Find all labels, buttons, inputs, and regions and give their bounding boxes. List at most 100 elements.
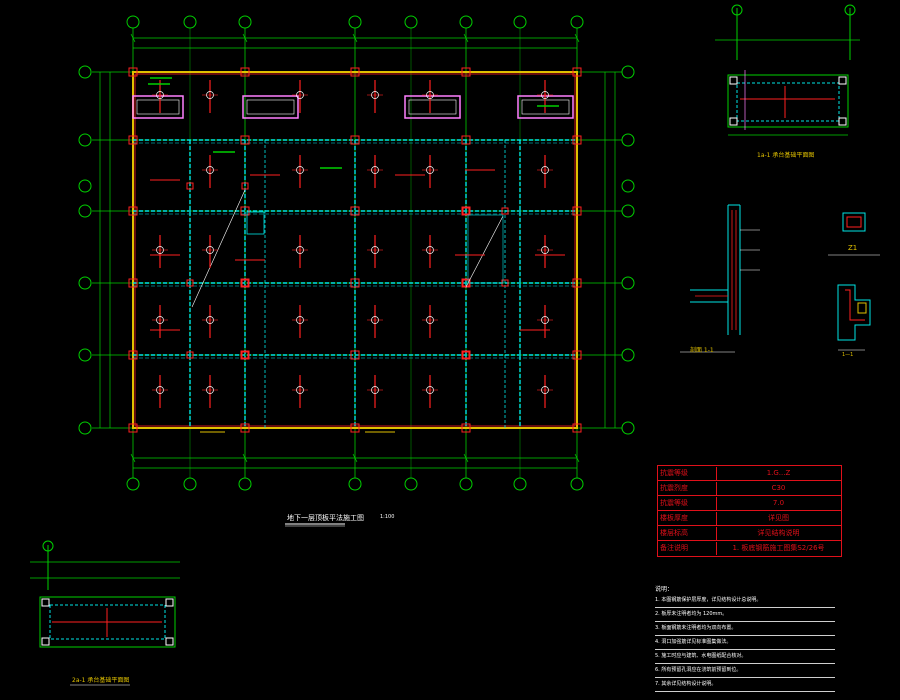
slab-label <box>296 316 304 324</box>
column <box>240 135 250 145</box>
dimension-tick <box>352 453 358 463</box>
slab-label <box>206 386 214 394</box>
column <box>241 351 249 359</box>
slab-label <box>156 386 164 394</box>
dimension-tick <box>242 33 248 43</box>
grid-bubble <box>78 133 92 147</box>
dimension-tick <box>463 453 469 463</box>
dimension-tick <box>463 33 469 43</box>
slab-label <box>156 316 164 324</box>
grid-bubble <box>621 179 635 193</box>
grid-bubble <box>78 204 92 218</box>
section-label: 剖面 1-1 <box>690 347 714 354</box>
column-z1-detail <box>828 212 880 256</box>
column <box>461 423 471 433</box>
grid-bubble <box>183 15 197 29</box>
column <box>572 135 582 145</box>
slab-label <box>426 386 434 394</box>
slab-label <box>206 246 214 254</box>
column <box>572 423 582 433</box>
slab-label <box>156 246 164 254</box>
column <box>350 423 360 433</box>
z1-label: Z1 <box>848 244 858 252</box>
column <box>241 182 249 190</box>
grid-bubble <box>238 15 252 29</box>
column <box>128 423 138 433</box>
section2-label: 1—1 <box>842 352 854 358</box>
column <box>240 278 250 288</box>
dimension-tick <box>130 33 136 43</box>
column <box>240 423 250 433</box>
slab-label <box>426 91 434 99</box>
opening <box>404 95 461 119</box>
grid-bubble <box>459 15 473 29</box>
column <box>572 67 582 77</box>
grid-bubble <box>570 477 584 491</box>
table-value: 1. 板底钢筋施工图集S2/26号 <box>716 542 840 555</box>
note-line: 1. 本图钢筋保护层厚度，详见结构设计总说明。 <box>655 595 835 608</box>
table-key: 楼板厚度 <box>660 514 688 522</box>
column <box>240 350 250 360</box>
slab-label <box>426 246 434 254</box>
slab-label <box>206 316 214 324</box>
slab-label <box>371 246 379 254</box>
opening <box>242 95 299 119</box>
opening-inner <box>246 99 295 115</box>
slab-label <box>541 246 549 254</box>
main-plan-title: 地下一层顶板平法施工图 <box>287 514 364 522</box>
slab-label <box>296 246 304 254</box>
grid-bubble <box>513 15 527 29</box>
column <box>501 207 509 215</box>
column <box>186 279 194 287</box>
grid-bubble <box>183 477 197 491</box>
note-line: 7. 其余详见结构设计说明。 <box>655 679 835 692</box>
column <box>572 350 582 360</box>
slab-label <box>206 91 214 99</box>
design-notes: 说明： 1. 本图钢筋保护层厚度，详见结构设计总说明。2. 板厚未注明者均为 1… <box>655 585 835 693</box>
main-floor-plan <box>78 15 635 491</box>
stair-line <box>465 215 504 288</box>
slab-label <box>541 316 549 324</box>
slab-label <box>296 386 304 394</box>
grid-bubble <box>238 477 252 491</box>
section-1-1-detail <box>837 284 871 351</box>
slab-label <box>296 91 304 99</box>
column <box>128 278 138 288</box>
grid-bubble <box>78 348 92 362</box>
opening-inner <box>136 99 180 115</box>
column <box>128 350 138 360</box>
outer-wall <box>132 71 578 429</box>
column <box>572 278 582 288</box>
table-row: 楼层标高详见结构说明 <box>658 526 841 541</box>
table-value: 7.0 <box>716 497 840 510</box>
wall-section-detail <box>680 204 760 353</box>
stair-line <box>191 189 246 308</box>
table-value: C30 <box>716 482 840 495</box>
slab-label <box>541 166 549 174</box>
grid-bubble <box>78 276 92 290</box>
column <box>461 206 471 216</box>
main-plan-scale: 1:100 <box>380 514 395 520</box>
grid-bubble <box>404 15 418 29</box>
table-row: 抗震等级 7.0 <box>658 496 841 511</box>
grid-bubble <box>621 133 635 147</box>
column <box>462 207 470 215</box>
note-line: 4. 洞口加强筋详见标准图集做法。 <box>655 637 835 650</box>
grid-bubble <box>621 276 635 290</box>
column <box>128 67 138 77</box>
column <box>350 278 360 288</box>
grid-bubble <box>570 15 584 29</box>
grid-bubble <box>621 65 635 79</box>
grid-bubble <box>404 477 418 491</box>
opening-inner <box>408 99 457 115</box>
pile-cap-detail-2 <box>30 540 180 686</box>
dimension-tick <box>130 453 136 463</box>
opening <box>132 95 184 119</box>
slab-label <box>426 166 434 174</box>
slab-label <box>371 386 379 394</box>
table-key: 抗震等级 <box>660 499 688 507</box>
note-line: 5. 施工时应与建筑、水电图纸配合核对。 <box>655 651 835 664</box>
pile-cap-detail-1 <box>715 4 860 136</box>
